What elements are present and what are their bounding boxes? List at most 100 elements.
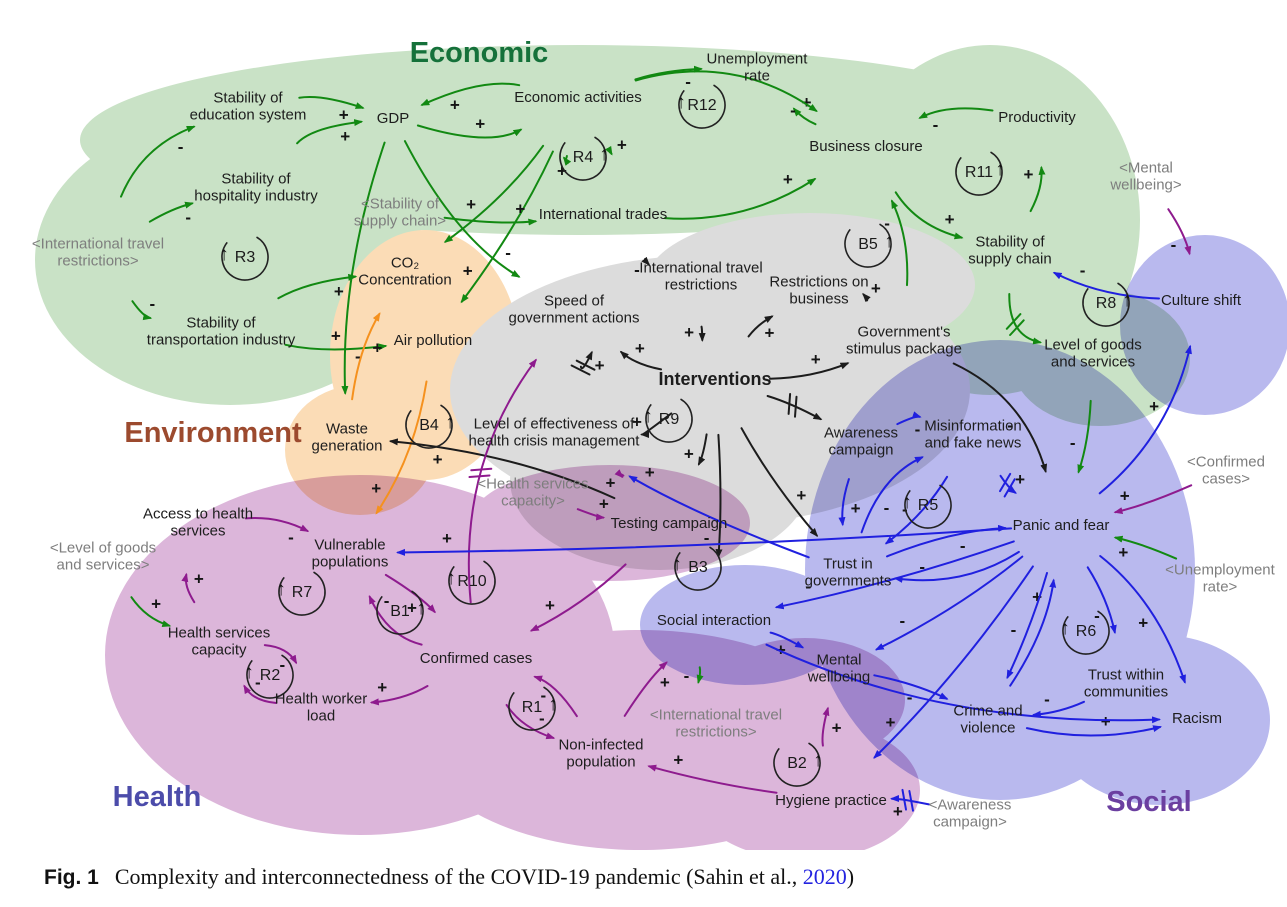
loop-label-R11: R11	[965, 164, 993, 181]
edge-sign-econ_act-gdp: +	[450, 96, 460, 115]
edge-sign-trust_comm-crime: -	[1044, 690, 1050, 709]
node-line-itr_ref_bot-1: restrictions>	[675, 724, 757, 741]
edge-air_poll-to-vulnerable	[375, 380, 428, 515]
node-line-mental-1: wellbeing	[807, 669, 871, 686]
edge-mental-to-crime	[873, 674, 949, 700]
edge-sign-panic-trust_comm: -	[1094, 606, 1100, 625]
delay-mark-interventions-awareness	[794, 395, 798, 418]
loop-label-R3: R3	[235, 249, 256, 266]
edge-stab_supply-to-productivity	[1029, 165, 1046, 213]
delay-mark-interventions-awareness	[787, 393, 792, 415]
region-label-environment: Environment	[124, 417, 302, 449]
edge-sign-crime-racism: +	[1101, 712, 1111, 731]
caption-year-link[interactable]: 2020	[802, 864, 847, 889]
edge-sign-econ_act-intl_trades: +	[557, 162, 567, 181]
edge-sign-interventions-testing: +	[684, 445, 694, 464]
edge-interventions-to-awareness	[766, 395, 823, 421]
caption-suffix: )	[846, 864, 855, 889]
node-line-aware_ref-1: campaign>	[933, 814, 1007, 831]
edge-sign-access-vulnerable: -	[288, 528, 294, 547]
regions-layer	[35, 45, 1287, 850]
loop-circle-R9	[645, 395, 693, 443]
edge-culture-to-stab_supply	[1052, 271, 1160, 300]
edge-sign-awareness-misinfo: -	[915, 420, 921, 439]
edge-hygiene-to-mental	[821, 706, 830, 747]
edge-sign-panic-vulnerable: +	[442, 529, 452, 548]
node-line-mental_ref-0: <Mental	[1119, 160, 1173, 177]
node-line-intl_trades-0: International trades	[539, 206, 667, 223]
delay-mark-confirmed-speed_gov	[468, 474, 491, 478]
edge-speed_gov-to-eff_health	[579, 350, 593, 370]
node-line-conf_ref-1: cases>	[1202, 471, 1250, 488]
node-line-speed_gov-1: government actions	[509, 310, 640, 327]
edge-sign-stab_edu-gdp: +	[339, 106, 349, 125]
node-line-stab_trans-0: Stability of	[186, 315, 256, 332]
loop-label-R7: R7	[292, 584, 313, 601]
node-line-unemp_ref-0: <Unemployment	[1165, 562, 1275, 579]
loop-marker-B3: B3↑	[672, 543, 722, 591]
edge-econ_act-to-intl_trades	[563, 155, 572, 166]
region-label-economic: Economic	[410, 37, 549, 69]
node-interventions: Interventions	[658, 369, 771, 389]
edge-panic-to-vulnerable	[396, 527, 1013, 556]
loop-direction-arrow-R11: ↑	[995, 159, 1005, 180]
edge-sign-hsc-worker: -	[279, 656, 285, 675]
loop-direction-arrow-B1: ↑	[416, 598, 426, 619]
edge-interventions-to-gov_stim	[769, 362, 850, 380]
node-line-restr_biz-1: business	[789, 291, 848, 308]
edge-biz_close-to-stab_supply	[894, 191, 964, 240]
node-line-misinfo-1: and fake news	[925, 435, 1022, 452]
edge-sign-confirmed-noninf: -	[539, 709, 545, 728]
edge-confirmed-to-worker	[369, 685, 429, 706]
loop-direction-arrow-R5: ↑	[902, 492, 912, 513]
edge-mental_ref-to-culture	[1167, 208, 1192, 256]
loop-direction-arrow-R1: ↑	[548, 694, 558, 715]
edge-panic-to-trust_gov	[893, 550, 1020, 583]
node-line-mental_ref-1: wellbeing>	[1109, 177, 1182, 194]
edge-gdp-to-speed_gov	[403, 140, 521, 278]
loop-direction-arrow-B5: ↑	[884, 231, 894, 252]
node-line-eff_health-1: health crisis management	[469, 433, 641, 450]
loop-label-B5: B5	[858, 236, 878, 253]
edge-noninf-to-confirmed	[533, 675, 578, 718]
node-line-trust_comm-1: communities	[1084, 684, 1168, 701]
delay-mark-speed_gov-eff_health	[575, 359, 596, 371]
loop-label-R2: R2	[260, 667, 281, 684]
node-hygiene: Hygiene practice	[775, 792, 887, 809]
edge-sign-unemp_ref-panic: +	[1118, 543, 1128, 562]
edge-panic-to-social_int	[774, 540, 1015, 610]
node-line-social_int-0: Social interaction	[657, 612, 771, 629]
edge-sign-stab_supply-productivity: +	[1024, 165, 1034, 184]
node-line-testing-0: Testing campaign	[611, 515, 728, 532]
edge-sign-econ_act-air_poll: +	[463, 262, 473, 281]
node-line-noninf-0: Non-infected	[558, 737, 643, 754]
edge-panic-to-trust_comm	[1086, 566, 1117, 635]
node-line-itr_center-1: restrictions	[665, 277, 738, 294]
node-line-itr_ref_left-1: restrictions>	[57, 253, 139, 270]
node-air_poll: Air pollution	[394, 332, 472, 349]
edge-restr_biz-to-gov_stim	[862, 292, 871, 302]
edge-noninf-to-social_int	[623, 661, 668, 717]
edge-eff_health-to-testing	[614, 469, 625, 479]
edge-sign-gov_stim-panic: -	[1007, 416, 1013, 435]
loop-circle-R5	[904, 481, 952, 529]
node-confirmed: Confirmed cases	[420, 650, 533, 667]
edge-sign-waste-co2: +	[372, 338, 382, 357]
region-label-social: Social	[1106, 786, 1191, 818]
edge-sign-panic-trust_gov: -	[919, 557, 925, 576]
node-line-gov_stim-1: stimulus package	[846, 341, 962, 358]
node-line-biz_close-0: Business closure	[809, 138, 922, 155]
